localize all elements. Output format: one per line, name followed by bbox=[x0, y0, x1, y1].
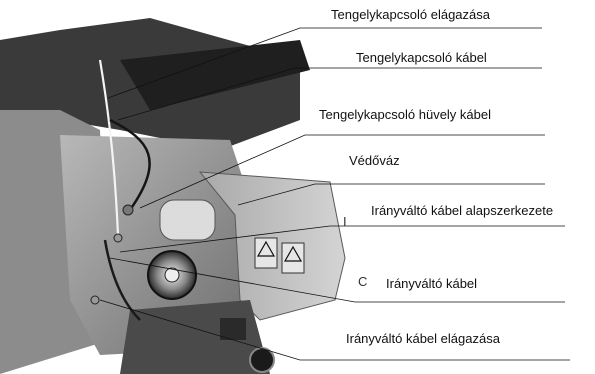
callout-clutch-cable: Tengelykapcsoló kábel bbox=[356, 50, 487, 65]
bolt-2 bbox=[114, 234, 122, 242]
side-glyph-1: I bbox=[343, 214, 347, 229]
side-glyph-2: C bbox=[358, 274, 367, 289]
lower-bolt-plate bbox=[220, 318, 246, 340]
cable-cylinder bbox=[160, 200, 215, 240]
callout-clutch-sleeve-cable: Tengelykapcsoló hüvely kábel bbox=[319, 107, 491, 122]
callout-clutch-branch: Tengelykapcsoló elágazása bbox=[331, 7, 490, 22]
lower-bracket bbox=[120, 300, 270, 374]
bolt-3 bbox=[91, 296, 99, 304]
callout-reverse-cable-base: Irányváltó kábel alapszerkezete bbox=[371, 203, 553, 218]
callout-reverse-cable-branch: Irányváltó kábel elágazása bbox=[346, 331, 500, 346]
callout-reverse-cable: Irányváltó kábel bbox=[386, 276, 477, 291]
callout-protective-frame: Védőváz bbox=[349, 153, 400, 168]
bolt-1 bbox=[123, 205, 133, 215]
bottom-roller bbox=[250, 348, 274, 372]
machine-photo: I C bbox=[0, 18, 367, 374]
